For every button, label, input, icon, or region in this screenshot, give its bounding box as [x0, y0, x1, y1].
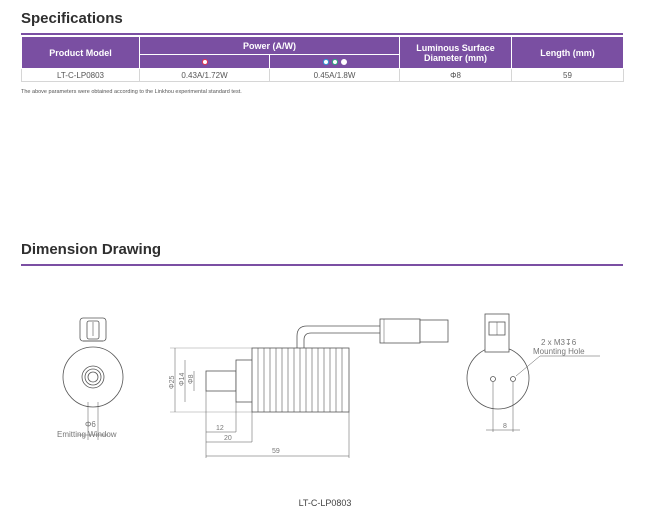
cell-length: 59: [511, 68, 624, 82]
specifications-title: Specifications: [21, 10, 123, 27]
mounting-hole-label: Mounting Hole: [533, 347, 585, 356]
power-col-red: [139, 54, 270, 69]
table-row: LT-C-LP0803 0.43A/1.72W 0.45A/1.8W Φ8 59: [21, 68, 624, 82]
led-dot-icon: [340, 59, 347, 66]
led-dot-icon: [322, 59, 329, 66]
dimension-divider: [21, 264, 623, 266]
spec-note: The above parameters were obtained accor…: [21, 89, 242, 95]
side-view: Φ25 Φ14 Φ8 12 20 59: [169, 318, 449, 458]
model-caption: LT-C-LP0803: [298, 498, 352, 508]
cell-diameter: Φ8: [399, 68, 512, 82]
heatsink-fins: [257, 348, 343, 412]
power-col-rgb: [269, 54, 400, 69]
header-length: Length (mm): [511, 36, 624, 69]
d14-label: Φ14: [179, 373, 186, 386]
mount-spec-label: 2 x M3↧6: [541, 338, 577, 347]
dimension-drawing: Φ6 Emitting Window Φ25 Φ14 Φ8: [57, 313, 600, 458]
emitting-window-label: Emitting Window: [57, 430, 117, 439]
header-product-model: Product Model: [21, 36, 140, 69]
header-power: Power (A/W): [139, 36, 400, 55]
front-view: Φ6 Emitting Window: [57, 317, 124, 440]
emit-dia-label: Φ6: [85, 420, 96, 429]
d25-label: Φ25: [169, 376, 176, 389]
hole-spacing-label: 8: [503, 423, 507, 430]
specifications-divider: [21, 33, 623, 35]
dimension-title: Dimension Drawing: [21, 241, 162, 258]
led-color-dots: [200, 57, 209, 67]
rear-view: 2 x M3↧6 Mounting Hole 8: [466, 313, 600, 432]
cell-power-a: 0.43A/1.72W: [139, 68, 270, 82]
spec-table: Product Model Power (A/W) Luminous Surfa…: [21, 36, 624, 82]
led-dot-icon: [331, 59, 338, 66]
led-color-dots: [321, 57, 348, 67]
l59-label: 59: [272, 448, 280, 455]
d8-label: Φ8: [188, 374, 195, 384]
led-dot-icon: [201, 59, 208, 66]
cell-model: LT-C-LP0803: [21, 68, 140, 82]
header-surface-diameter: Luminous Surface Diameter (mm): [399, 36, 512, 69]
l12-label: 12: [216, 425, 224, 432]
cell-power-b: 0.45A/1.8W: [269, 68, 400, 82]
l20-label: 20: [224, 435, 232, 442]
